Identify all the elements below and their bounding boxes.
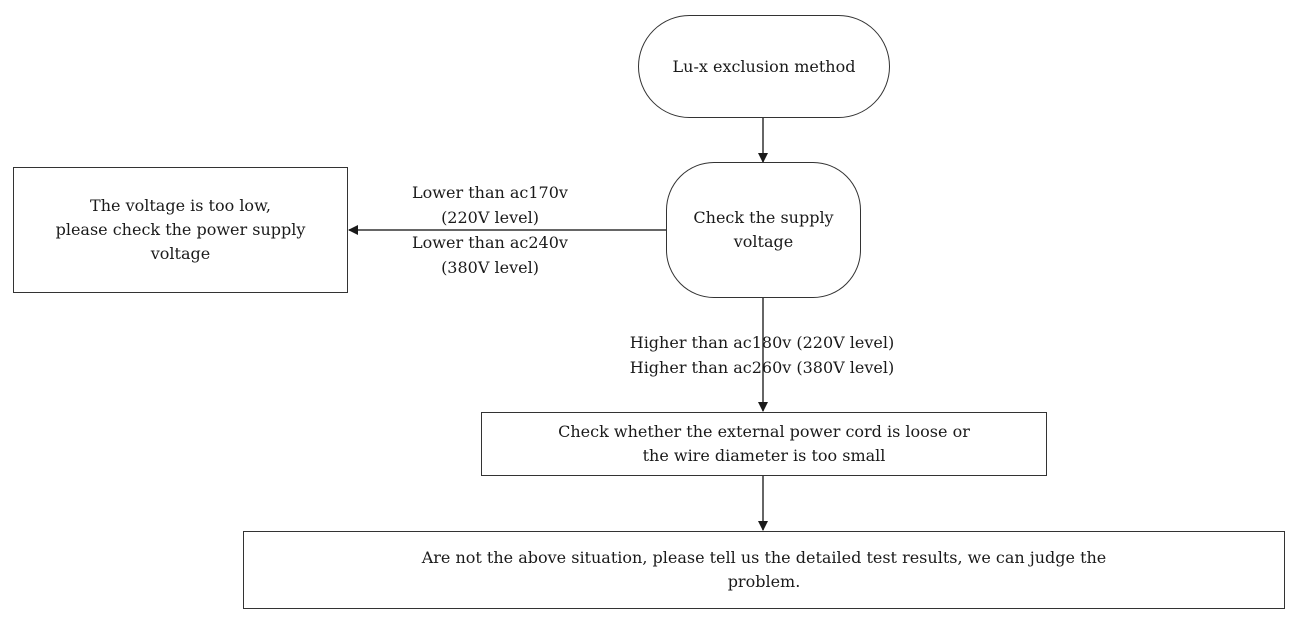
node-start: Lu-x exclusion method	[638, 15, 890, 118]
node-check-supply-voltage: Check the supply voltage	[666, 162, 861, 298]
edge-label-low-voltage: Lower than ac170v (220V level) Lower tha…	[412, 183, 568, 277]
edge-label-high-voltage: Higher than ac180v (220V level) Higher t…	[629, 333, 895, 377]
node-check-power-cord: Check whether the external power cord is…	[481, 412, 1047, 476]
node-final-report: Are not the above situation, please tell…	[243, 531, 1285, 609]
node-low-voltage: The voltage is too low, please check the…	[13, 167, 348, 293]
